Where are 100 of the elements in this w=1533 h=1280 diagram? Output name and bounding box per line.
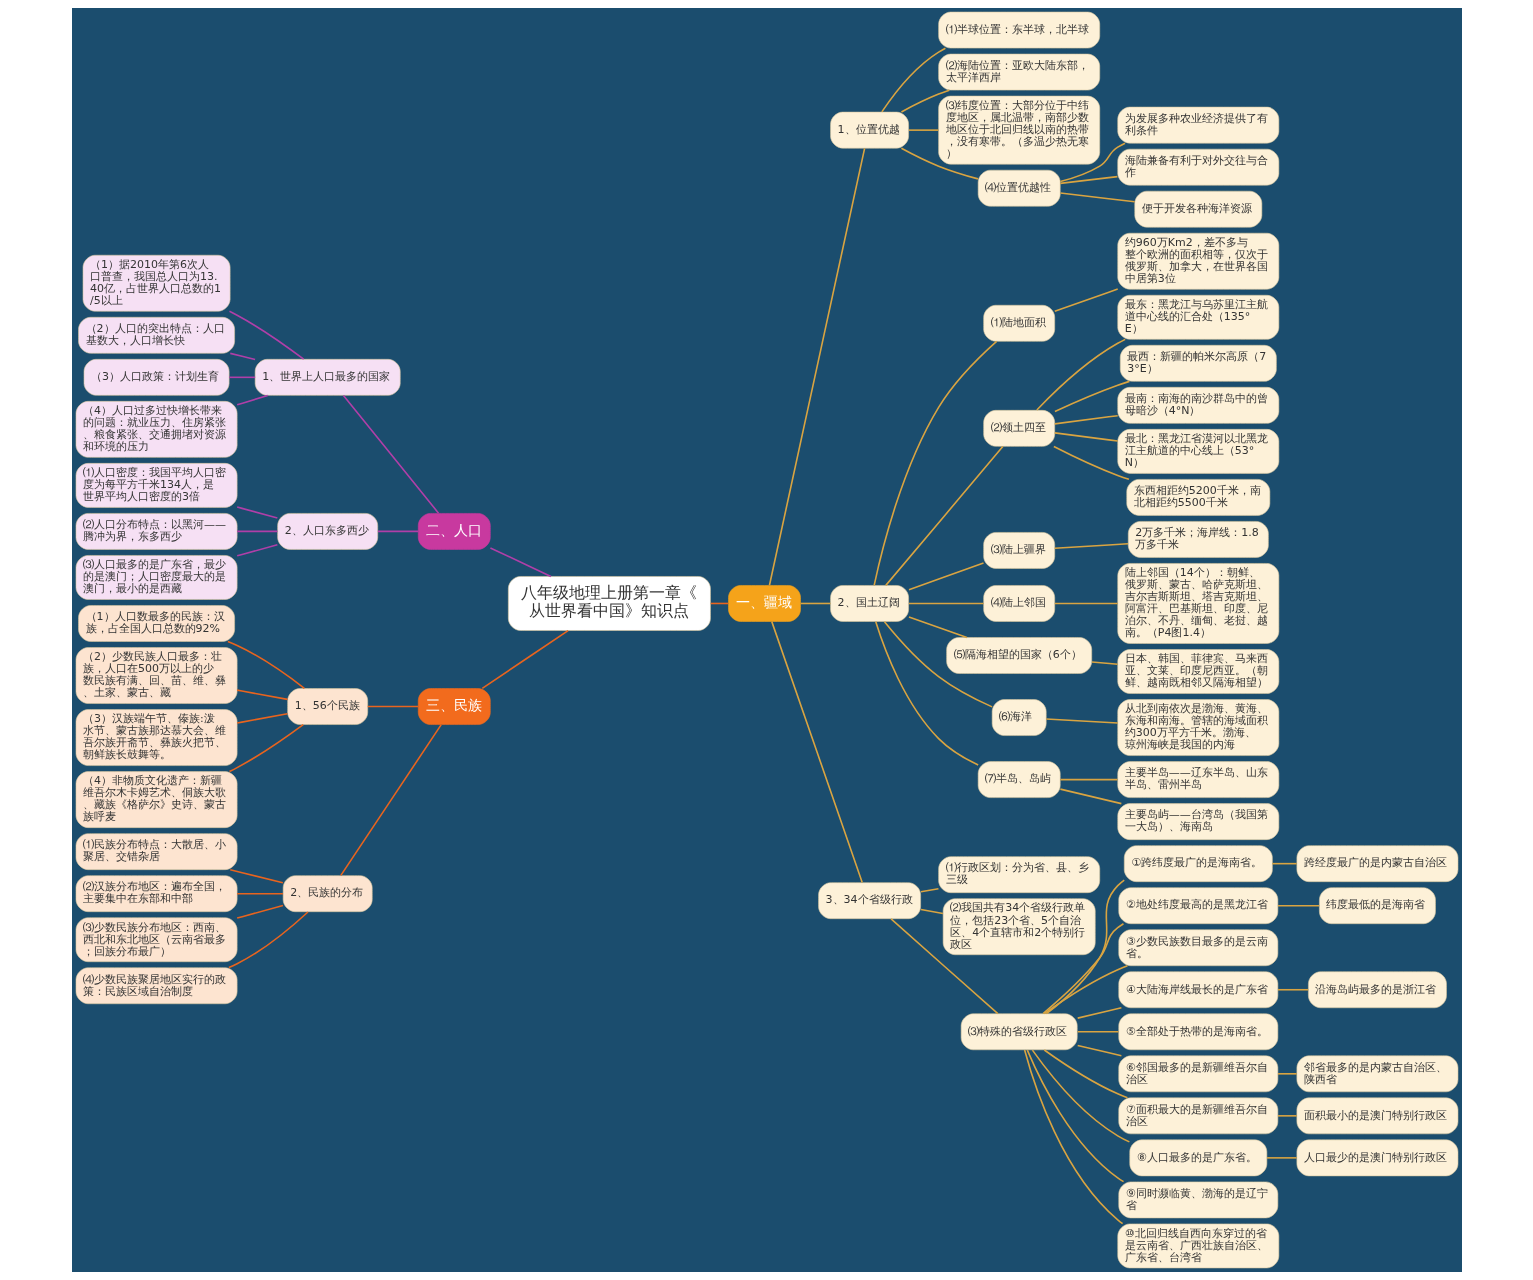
node-box: 3、34个省级行政 [817, 882, 921, 919]
node-box: 约960万Km2，差不多与整个欧洲的面积相等，仅次于俄罗斯、加拿大，在世界各国中居第3位 [1116, 232, 1279, 290]
node-box: 最西：新疆的帕米尔高原（73°E） [1119, 345, 1277, 382]
node-box: ⑹海洋 [991, 699, 1046, 736]
connector [1045, 879, 1125, 1015]
node-box: ⑵海陆位置：亚欧大陆东部，太平洋西岸 [937, 53, 1100, 91]
connector [1276, 904, 1320, 907]
node-box: ①跨纬度最广的是海南省。 [1123, 845, 1273, 882]
node-box: ⑴陆地面积 [982, 304, 1055, 342]
connector [228, 310, 304, 361]
node-box: 2、人口东多西少 [276, 513, 378, 550]
node-box: 主要岛屿——台湾岛（我国第一大岛）、海南岛 [1116, 803, 1279, 840]
node-box: 1、世界上人口最多的国家 [254, 359, 401, 396]
node-box: ④大陆海岸线最长的是广东省 [1117, 971, 1278, 1009]
node-box: ⑵我国共有34个省级行政单位，包括23个省、5个自治区、4个直辖市和2个特别行政区 [942, 898, 1096, 956]
connector [1053, 602, 1118, 605]
connector [874, 621, 979, 766]
connector [907, 129, 939, 131]
node-box: （3）人口政策：计划生育 [83, 359, 229, 396]
node-box: 一、疆域 [727, 585, 801, 622]
connector [226, 640, 305, 690]
node-box: 主要半岛——辽东半岛、山东半岛、雷州半岛 [1116, 761, 1279, 798]
node-box: ⑴民族分布特点：大散居、小聚居、交错杂居 [75, 833, 237, 870]
connector [768, 147, 865, 586]
connector [907, 602, 984, 605]
connector [235, 904, 284, 919]
connector [919, 908, 944, 915]
node-box: 陆上邻国（14个）：朝鲜、俄罗斯、蒙古、哈萨克斯坦、吉尔吉斯斯坦、塔吉克斯坦、阿富汗、巴基斯坦、印度、尼泊尔、不丹、缅甸、老挝、越南。（P4图1.4） [1116, 563, 1279, 644]
node-box: 2万多千米；海岸线：1.8万多千米 [1127, 521, 1269, 558]
connector [1053, 414, 1118, 425]
connector [228, 868, 284, 884]
connector [1053, 380, 1130, 413]
node-box: 1、位置优越 [829, 111, 909, 149]
connector [235, 394, 268, 406]
node-box: ⑦面积最大的是新疆维吾尔自治区 [1117, 1097, 1278, 1135]
connector [884, 445, 1004, 587]
connector [1276, 1073, 1297, 1075]
connector [235, 544, 278, 557]
node-box: ⑺半岛、岛屿 [977, 761, 1060, 798]
connector [872, 340, 997, 587]
node-box: （1）人口数最多的民族：汉族，占全国人口总数的92% [77, 605, 235, 642]
connector [1035, 338, 1126, 411]
connector [342, 394, 439, 514]
connector [235, 506, 278, 519]
node-box: （4）人口过多过快增长带来的问题：就业压力、住房紧张、粮食紧张、交通拥堵对资源和环境的压力 [75, 401, 237, 458]
connector [1031, 1049, 1130, 1143]
node-box: ⑴人口密度：我国平均人口密度为每平方千米134人，是世界平均人口密度的3倍 [75, 463, 237, 508]
connector [1053, 432, 1118, 442]
connector [228, 723, 304, 773]
connector [376, 530, 419, 533]
node-box: 最东：黑龙江与乌苏里江主航道中心线的汇合处（135°E） [1116, 294, 1279, 340]
connector [907, 616, 968, 639]
connector [880, 47, 946, 113]
node-box: 最南：南海的南沙群岛中的曾母暗沙（4°N） [1116, 387, 1279, 424]
node-box: 八年级地理上册第一章《从世界看中国》知识点 [507, 576, 711, 631]
node-box: 从北到南依次是渤海、黄海、东海和南海。管辖的海域面积约300万平方千米。渤海、琼州海峡是我国的内海 [1116, 699, 1279, 756]
node-box: ⑴半球位置：东半球，北半球 [937, 11, 1100, 49]
node-box: 二、人口 [417, 513, 491, 550]
node-box: 跨经度最广的是内蒙古自治区 [1296, 845, 1458, 882]
node-box: ⑷少数民族聚居地区实行的政策：民族区域自治制度 [75, 967, 237, 1005]
node-box: （4）非物质文化遗产：新疆维吾尔木卡姆艺术、侗族大歌、藏族《格萨尔》史诗、蒙古族呼麦 [75, 771, 237, 828]
connector [770, 620, 863, 884]
connector [900, 89, 950, 113]
connector [1276, 988, 1309, 991]
node-box: 便于开发各种海洋资源 [1133, 190, 1262, 228]
connector [1059, 788, 1122, 805]
node-box: ⑩北回归线自西向东穿过的省是云南省、广西壮族自治区、广东省、台湾省 [1116, 1223, 1279, 1269]
connector [900, 147, 979, 180]
connector [1076, 1031, 1119, 1033]
connector [339, 723, 442, 877]
connector [883, 620, 993, 708]
node-box: 2、国土辽阔 [829, 585, 909, 622]
node-box: 东西相距约5200千米，南北相距约5500千米 [1125, 479, 1270, 516]
connector [1059, 778, 1118, 781]
node-box: ⑸隔海相望的国家（6个） [945, 637, 1092, 674]
connector [235, 892, 284, 895]
connector [235, 712, 288, 724]
node-box: ⑵领土四至 [982, 410, 1055, 447]
connector [1090, 661, 1118, 666]
connector [1045, 718, 1118, 724]
node-box: ⑵人口分布特点：以黑河——腾冲为界，东多西少 [75, 513, 237, 550]
connector [1026, 1049, 1124, 1183]
connector [228, 376, 256, 379]
node-box: ⑷位置优越性 [977, 169, 1060, 207]
node-box: ⑵汉族分布地区：遍布全国，主要集中在东部和中部 [75, 875, 237, 912]
connector [1271, 862, 1297, 865]
node-box: ⑤全部处于热带的是海南省。 [1117, 1013, 1278, 1051]
connector [235, 530, 278, 533]
connector [907, 562, 984, 591]
node-box: ②地处纬度最高的是黑龙江省 [1117, 887, 1278, 924]
node-box: ⑶纬度位置：大部分位于中纬度地区，属北温带，南部少数地区位于北回归线以南的热带，没有寒带。（多温少热无寒） [937, 95, 1100, 165]
node-box: ⑧人口最多的是广东省。 [1128, 1139, 1267, 1177]
node-box: （1）据2010年第6次人口普查，我国总人口为13.40亿，占世界人口总数的1/5以上 [82, 254, 230, 312]
connector [235, 689, 288, 701]
connector [1053, 542, 1129, 550]
node-box: （2）人口的突出特点：人口基数大，人口增长快 [77, 316, 235, 354]
connector [1052, 445, 1130, 481]
node-box: 1、56个民族 [286, 688, 368, 725]
node-box: 为发展多种农业经济提供了有利条件 [1116, 106, 1279, 144]
node-box: ⑨同时濒临黄、渤海的是辽宁省 [1117, 1181, 1278, 1219]
